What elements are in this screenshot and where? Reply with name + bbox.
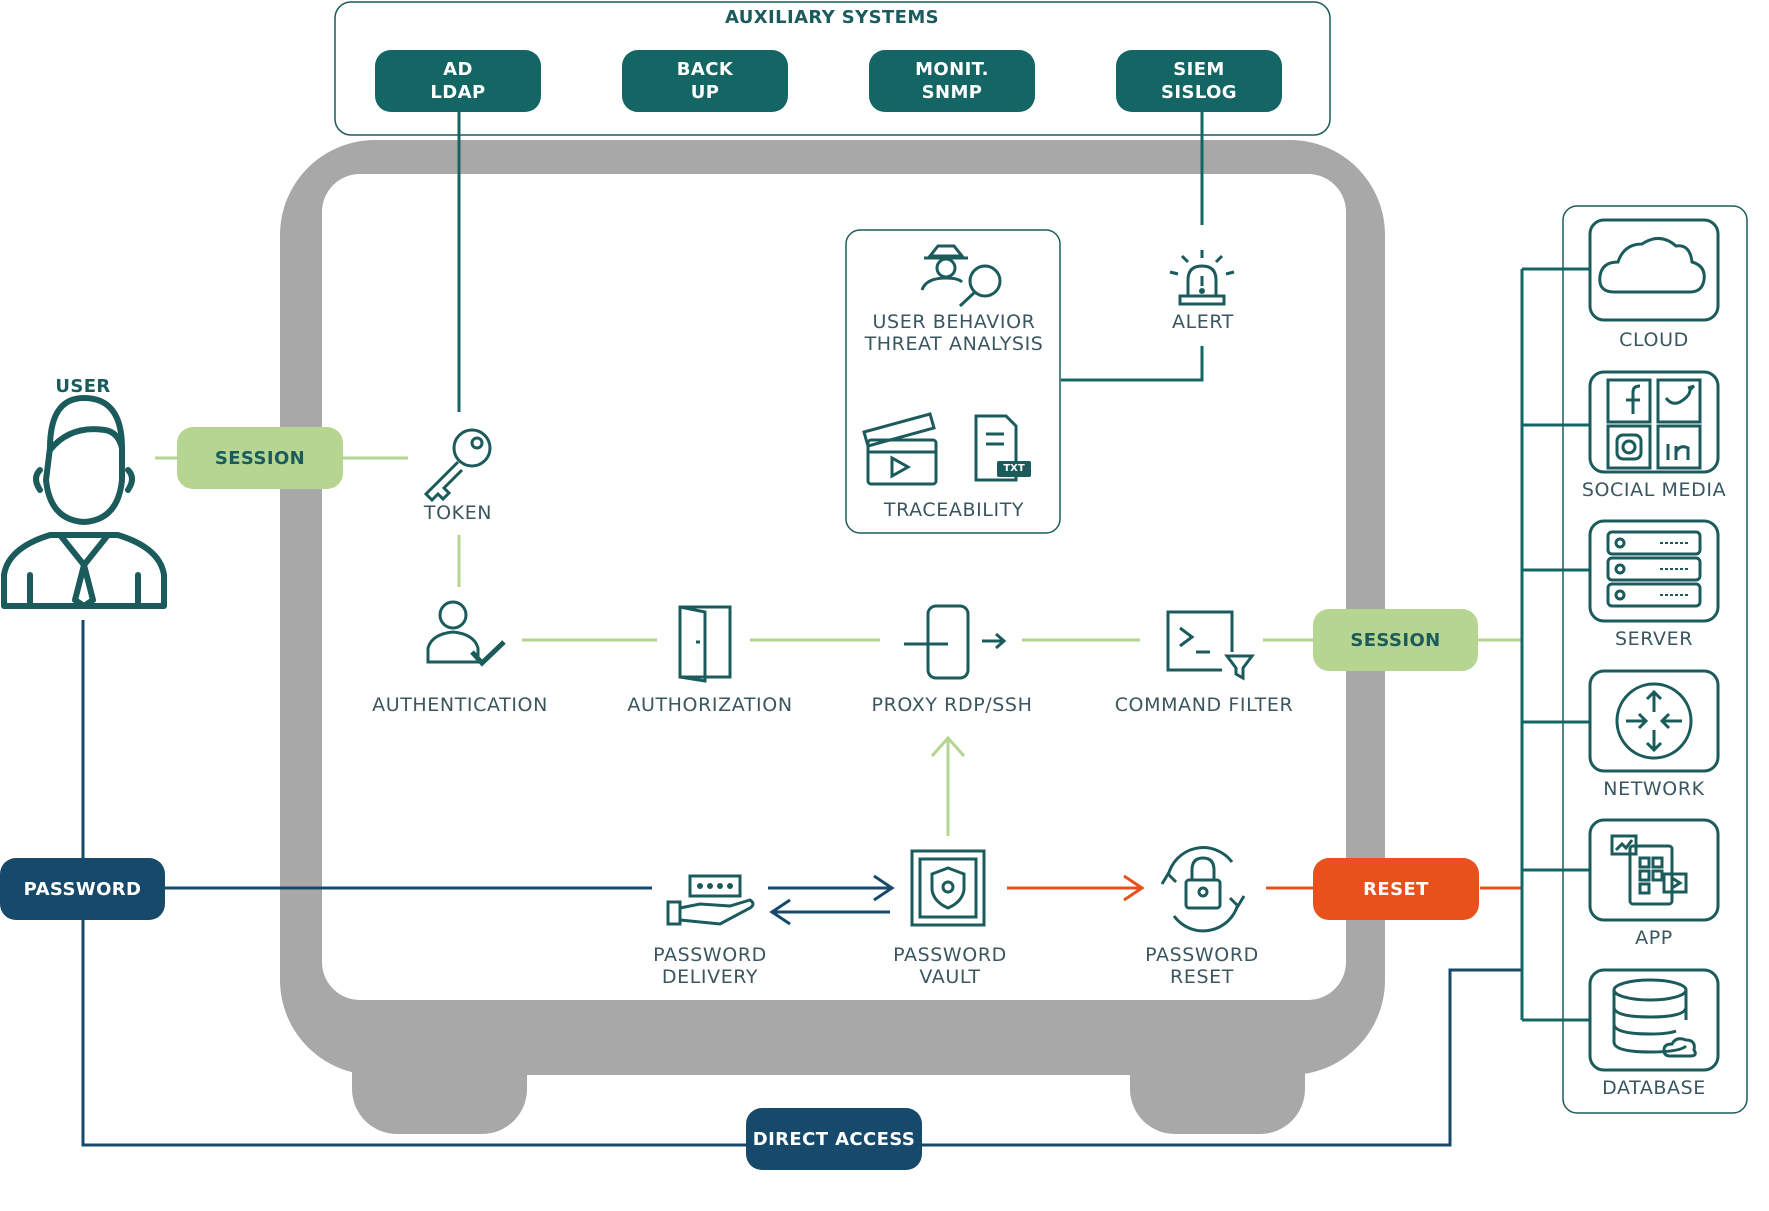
password-vault-label-line1: PASSWORD: [893, 944, 1007, 966]
authorization-icon: [678, 605, 732, 683]
txt-badge: TXT: [997, 461, 1031, 477]
cloud-icon: [1598, 237, 1706, 294]
vault-reset-arrowhead: [1123, 874, 1145, 902]
password-direct-line: [81, 918, 746, 1147]
connectors: [81, 112, 1590, 1147]
uba-label-line1: USER BEHAVIOR: [872, 311, 1036, 333]
password-pill[interactable]: PASSWORD: [0, 858, 165, 920]
password-delivery-label-line2: DELIVERY: [661, 966, 759, 988]
direct-bus-line: [922, 968, 1522, 1147]
target-app-label: APP: [1635, 927, 1673, 949]
alert-label: ALERT: [1171, 311, 1235, 333]
aux-monit-snmp-button[interactable]: MONIT. SNMP: [869, 50, 1035, 112]
aux-ad-ldap-line2: LDAP: [430, 82, 486, 103]
auxiliary-systems-title: AUXILIARY SYSTEMS: [724, 7, 940, 28]
password-vault-label-line2: VAULT: [919, 966, 981, 988]
app-icon: [1610, 834, 1688, 906]
user-icon: [1, 395, 167, 609]
database-icon: [1612, 978, 1697, 1058]
target-boxes: [1588, 218, 1720, 1072]
vault-delivery-arrowhead: [769, 898, 791, 926]
aux-monit-snmp-line2: SNMP: [921, 82, 983, 103]
target-cloud-label: CLOUD: [1619, 329, 1689, 351]
authorization-label: AUTHORIZATION: [627, 694, 793, 716]
alert-icon: [1169, 250, 1235, 306]
target-database-label: DATABASE: [1602, 1077, 1706, 1099]
uba-label-line2: THREAT ANALYSIS: [864, 333, 1044, 355]
command-filter-label: COMMAND FILTER: [1114, 694, 1294, 716]
delivery-vault-arrowhead: [873, 874, 895, 902]
password-reset-label-line1: PASSWORD: [1145, 944, 1259, 966]
target-network-label: NETWORK: [1603, 778, 1705, 800]
vault-proxy-arrow: [930, 735, 966, 757]
user-behavior-icon: [920, 244, 1002, 308]
aux-backup-line1: BACK: [676, 59, 734, 80]
social-media-icon: [1606, 378, 1702, 470]
aux-siem-sislog-line2: SISLOG: [1161, 82, 1237, 103]
password-delivery-label-line1: PASSWORD: [653, 944, 767, 966]
aux-siem-sislog-button[interactable]: SIEM SISLOG: [1116, 50, 1282, 112]
session-right-pill[interactable]: SESSION: [1313, 609, 1478, 671]
aux-monit-snmp-line1: MONIT.: [915, 59, 989, 80]
token-label: TOKEN: [423, 502, 493, 524]
traceability-icon: [862, 412, 1018, 486]
aux-ad-ldap-button[interactable]: AD LDAP: [375, 50, 541, 112]
reset-pill[interactable]: RESET: [1313, 858, 1479, 920]
password-delivery-icon: [666, 874, 755, 926]
uba-alert-line: [1061, 346, 1204, 382]
aux-backup-line2: UP: [690, 82, 720, 103]
password-reset-icon: [1160, 846, 1246, 933]
server-icon: [1606, 530, 1702, 608]
session-left-pill[interactable]: SESSION: [177, 427, 343, 489]
network-icon: [1615, 682, 1693, 760]
password-reset-label-line2: RESET: [1170, 966, 1234, 988]
aux-backup-button[interactable]: BACK UP: [622, 50, 788, 112]
password-vault-icon: [910, 849, 986, 927]
aux-siem-sislog-line1: SIEM: [1173, 59, 1225, 80]
uba-traceability-box: [845, 229, 1061, 534]
proxy-label: PROXY RDP/SSH: [871, 694, 1033, 716]
user-label: USER: [55, 376, 111, 397]
authentication-label: AUTHENTICATION: [372, 694, 548, 716]
target-server-label: SERVER: [1614, 628, 1694, 650]
auxiliary-systems-box: [334, 1, 1331, 136]
terminal-icon: [1166, 610, 1255, 681]
key-icon: [423, 428, 492, 503]
proxy-icon: [904, 604, 1007, 680]
direct-access-pill[interactable]: DIRECT ACCESS: [746, 1108, 922, 1170]
traceability-label: TRACEABILITY: [883, 499, 1025, 521]
target-social-media-label: SOCIAL MEDIA: [1581, 479, 1727, 501]
authentication-icon: [426, 600, 506, 667]
aux-ad-ldap-line1: AD: [443, 59, 473, 80]
